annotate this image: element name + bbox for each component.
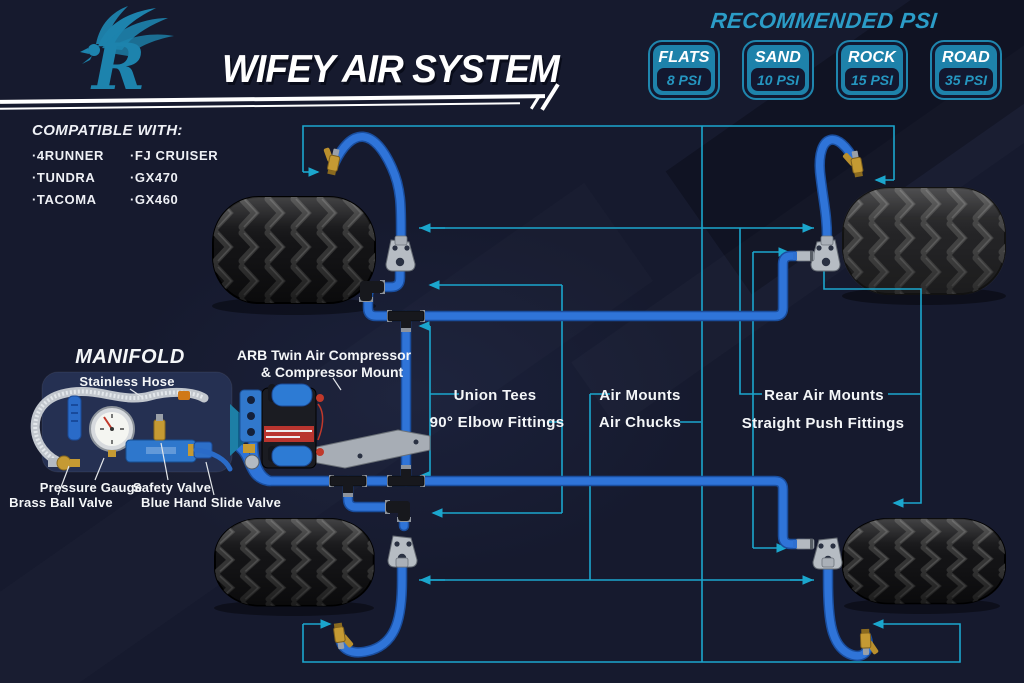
compatible-vehicle: ·TUNDRA [32,170,96,185]
compatible-vehicle: ·GX470 [129,170,179,185]
air-chucks-label: Air Chucks [598,414,682,431]
compressor-label-line2: & Compressor Mount [260,364,404,380]
compatible-vehicle: ·FJ CRUISER [129,148,219,163]
union-tee-fitting [386,464,426,488]
air-chuck [332,620,355,651]
pressure-gauge-label: Pressure Gauge [39,480,143,495]
compatible-vehicle: ·GX460 [129,192,179,207]
tire-rear-left [215,519,374,606]
compatibility-column-right: ·FJ CRUISER ·GX470 ·GX460 [130,145,218,211]
logo-letter: R [92,30,146,105]
annotation-lines [302,125,961,663]
safety-valve-label: Safety Valve [132,480,212,495]
header: R WIFEY AIR SYSTEM [0,0,1024,115]
rear-air-mounts-label: Rear Air Mounts [764,387,884,404]
stainless-hose-label: Stainless Hose [79,374,175,389]
compatibility-list: COMPATIBLE WITH: ·4RUNNER ·TUNDRA ·TACOM… [32,122,218,211]
brass-ball-valve [48,455,80,471]
blue-hand-slide-valve [188,441,233,472]
tire-front-left [213,197,375,303]
air-chuck [317,145,343,177]
brass-ball-valve-label: Brass Ball Valve [9,495,113,510]
elbow-fitting [359,280,385,302]
pressure-gauge [89,406,135,457]
union-tees-label: Union Tees [453,387,537,404]
safety-valve [153,419,166,441]
elbow-fittings-label: 90° Elbow Fittings [429,414,565,431]
page-title: WIFEY AIR SYSTEM [222,48,560,91]
compatibility-column-left: ·4RUNNER ·TUNDRA ·TACOMA [32,145,104,211]
compatible-vehicle: ·4RUNNER [32,148,104,163]
tire-rear-right [843,519,1005,604]
straight-push-fittings-label: Straight Push Fittings [741,415,905,432]
compatible-vehicle: ·TACOMA [32,192,97,207]
elbow-fitting [385,500,411,522]
tire-front-right [842,187,1006,295]
manifold-panel [30,371,258,473]
air-mounts-label: Air Mounts [599,387,681,404]
air-chuck [841,149,865,180]
header-divider [0,102,520,110]
label-connectors [57,377,342,496]
straight-push-fitting [792,250,815,262]
union-tee-fitting [386,309,426,333]
eagle-logo-icon [80,6,174,64]
blue-hand-slide-valve-label: Blue Hand Slide Valve [140,495,282,510]
hose-fitting [178,391,190,400]
compressor-label-line1: ARB Twin Air Compressor [236,347,412,363]
arb-compressor [239,383,431,470]
straight-push-fitting [792,538,815,550]
union-tee-fitting [328,474,368,498]
manifold-title: MANIFOLD [75,346,185,368]
compatibility-title: COMPATIBLE WITH: [32,122,183,139]
